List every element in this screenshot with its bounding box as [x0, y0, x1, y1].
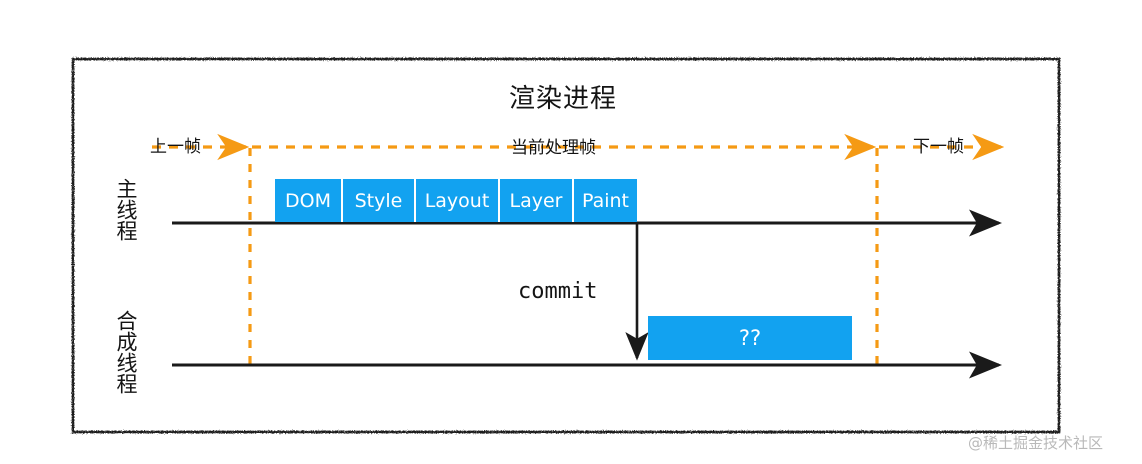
watermark: @稀土掘金技术社区 — [968, 434, 1104, 452]
label-commit: commit — [518, 279, 598, 304]
pipeline-stage-paint[interactable]: Paint — [574, 179, 637, 222]
pipeline-stage-style[interactable]: Style — [343, 179, 416, 222]
page-title: 渲染进程 — [509, 84, 618, 114]
label-main-thread: 主线程 — [114, 178, 138, 241]
compositor-work-box[interactable]: ?? — [648, 316, 852, 360]
label-compositor-thread: 合成线程 — [114, 310, 138, 394]
label-prev-frame: 上一帧 — [150, 137, 201, 157]
pipeline-stage-layout[interactable]: Layout — [416, 179, 500, 222]
label-next-frame: 下一帧 — [913, 137, 964, 157]
pipeline-stage-dom[interactable]: DOM — [275, 179, 343, 222]
label-current-frame: 当前处理帧 — [511, 138, 596, 158]
diagram-frame — [71, 57, 1061, 434]
pipeline-stage-layer[interactable]: Layer — [500, 179, 574, 222]
